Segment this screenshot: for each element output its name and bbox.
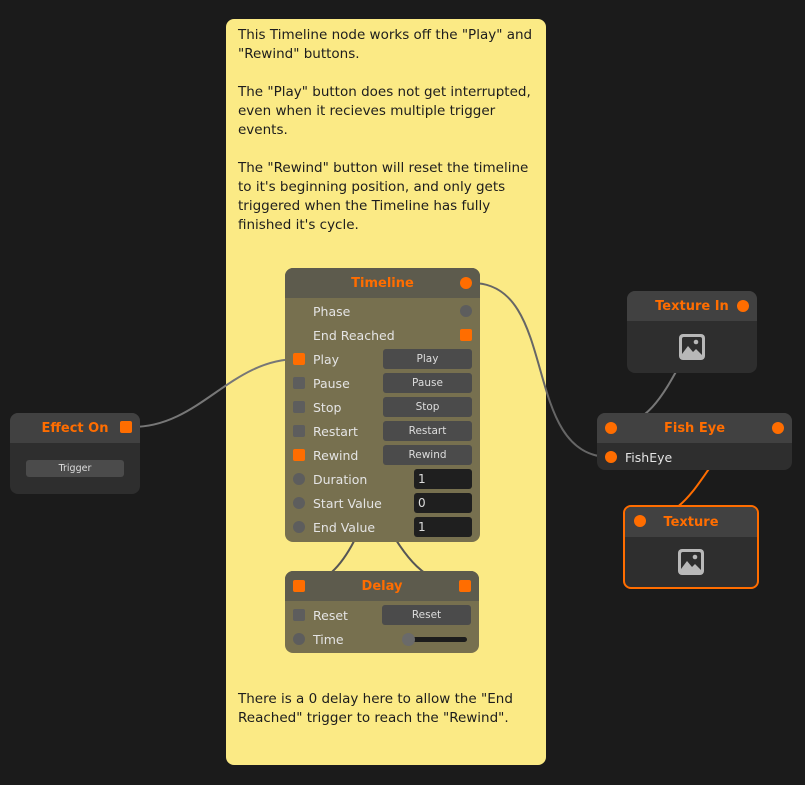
pause-label: Pause: [313, 375, 350, 391]
node-header[interactable]: Fish Eye: [597, 413, 792, 443]
note-text-1: This Timeline node works off the "Play" …: [238, 27, 533, 62]
start-value-label: Start Value: [313, 495, 382, 511]
output-port[interactable]: [459, 580, 471, 592]
node-title: Delay: [361, 578, 403, 594]
start-value-input[interactable]: 0: [414, 493, 472, 513]
node-title: Texture: [663, 514, 719, 530]
duration-label: Duration: [313, 471, 368, 487]
node-title: Effect On: [41, 420, 109, 436]
slider-thumb[interactable]: [402, 633, 415, 646]
start-value-port[interactable]: [293, 497, 305, 509]
stop-port[interactable]: [293, 401, 305, 413]
fish-eye-node[interactable]: Fish Eye FishEye: [597, 413, 792, 470]
end-reached-label: End Reached: [313, 327, 395, 343]
node-header[interactable]: Effect On: [10, 413, 140, 443]
phase-port[interactable]: [460, 305, 472, 317]
output-port[interactable]: [460, 277, 472, 289]
output-port[interactable]: [120, 421, 132, 433]
restart-label: Restart: [313, 423, 358, 439]
end-value-label: End Value: [313, 519, 376, 535]
note-text-3: The "Rewind" button will reset the timel…: [238, 160, 529, 233]
stop-button[interactable]: Stop: [383, 397, 472, 417]
restart-button[interactable]: Restart: [383, 421, 472, 441]
end-value-input[interactable]: 1: [414, 517, 472, 537]
note-text-2: The "Play" button does not get interrupt…: [238, 84, 531, 138]
input-port[interactable]: [634, 515, 646, 527]
timeline-node[interactable]: Timeline Phase End Reached Play Play Paus…: [285, 268, 480, 542]
play-button[interactable]: Play: [383, 349, 472, 369]
input-port[interactable]: [293, 580, 305, 592]
effect-on-node[interactable]: Effect On Trigger: [10, 413, 140, 494]
play-label: Play: [313, 351, 340, 367]
input-port[interactable]: [605, 422, 617, 434]
output-port[interactable]: [737, 300, 749, 312]
rewind-label: Rewind: [313, 447, 359, 463]
delay-node[interactable]: Delay Reset Reset Time: [285, 571, 479, 653]
texture-node[interactable]: Texture: [623, 505, 759, 589]
pause-port[interactable]: [293, 377, 305, 389]
restart-port[interactable]: [293, 425, 305, 437]
end-reached-port[interactable]: [460, 329, 472, 341]
pause-button[interactable]: Pause: [383, 373, 472, 393]
image-icon: [679, 334, 705, 360]
reset-port[interactable]: [293, 609, 305, 621]
node-header[interactable]: Texture: [625, 507, 757, 537]
image-icon: [678, 549, 704, 575]
note-text-4: There is a 0 delay here to allow the "En…: [238, 691, 513, 726]
play-port[interactable]: [293, 353, 305, 365]
fisheye-port[interactable]: [605, 451, 617, 463]
rewind-button[interactable]: Rewind: [383, 445, 472, 465]
node-title: Timeline: [351, 275, 414, 291]
time-label: Time: [313, 631, 344, 647]
rewind-port[interactable]: [293, 449, 305, 461]
node-title: Fish Eye: [663, 420, 726, 436]
phase-label: Phase: [313, 303, 351, 319]
node-title: Texture In: [655, 298, 729, 314]
node-header[interactable]: Texture In: [627, 291, 757, 321]
reset-label: Reset: [313, 607, 348, 623]
end-value-port[interactable]: [293, 521, 305, 533]
time-slider[interactable]: [402, 633, 467, 646]
fisheye-label: FishEye: [625, 449, 673, 465]
duration-port[interactable]: [293, 473, 305, 485]
reset-button[interactable]: Reset: [382, 605, 471, 625]
trigger-button[interactable]: Trigger: [26, 460, 124, 477]
node-header[interactable]: Timeline: [285, 268, 480, 298]
output-port[interactable]: [772, 422, 784, 434]
duration-input[interactable]: 1: [414, 469, 472, 489]
stop-label: Stop: [313, 399, 342, 415]
time-port[interactable]: [293, 633, 305, 645]
node-header[interactable]: Delay: [285, 571, 479, 601]
texture-in-node[interactable]: Texture In: [627, 291, 757, 373]
